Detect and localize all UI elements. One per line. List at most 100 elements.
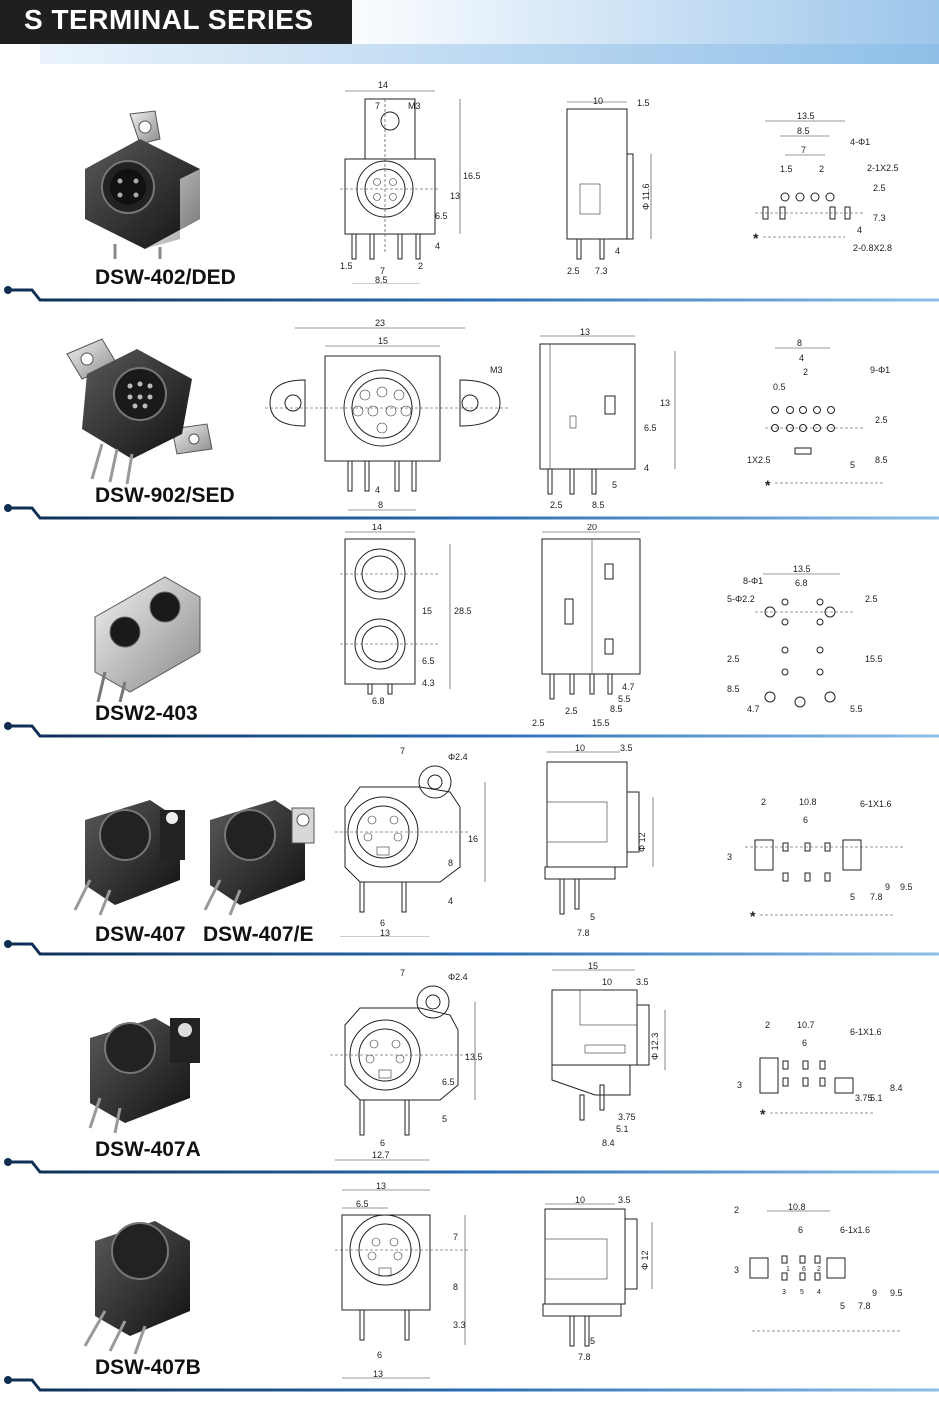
- svg-text:9.5: 9.5: [890, 1288, 903, 1298]
- svg-text:4: 4: [644, 463, 649, 473]
- svg-text:2: 2: [819, 164, 824, 174]
- title-box: S TERMINAL SERIES: [0, 0, 352, 44]
- svg-text:7.8: 7.8: [577, 928, 590, 938]
- section-divider: [4, 940, 939, 956]
- svg-text:Φ 12: Φ 12: [637, 832, 647, 852]
- section-divider: [4, 1158, 939, 1174]
- svg-text:5-Φ2.2: 5-Φ2.2: [727, 594, 755, 604]
- svg-text:5.5: 5.5: [850, 704, 863, 714]
- section-dsw-402: DSW-402/DED 14 7 M3 16.5 13 6.5 4 1.5 7 …: [0, 64, 939, 304]
- svg-text:2.5: 2.5: [550, 500, 563, 510]
- svg-text:7.3: 7.3: [873, 213, 886, 223]
- svg-text:7: 7: [375, 101, 380, 111]
- connector-photo: [88, 1018, 200, 1134]
- svg-text:4: 4: [435, 241, 440, 251]
- model-label: DSW2-403: [95, 702, 198, 725]
- svg-text:6: 6: [380, 1138, 385, 1148]
- svg-text:10: 10: [575, 1195, 585, 1205]
- svg-text:13: 13: [376, 1181, 386, 1191]
- svg-text:1X2.5: 1X2.5: [747, 455, 771, 465]
- svg-text:2.5: 2.5: [727, 654, 740, 664]
- connector-photo: [94, 576, 201, 702]
- svg-text:8.5: 8.5: [727, 684, 740, 694]
- svg-text:Φ 12.3: Φ 12.3: [650, 1033, 660, 1060]
- section-dsw-407b: DSW-407B 13 6.5 7 8 3.3 6 13 10 3.5 Φ 12…: [0, 1176, 939, 1408]
- svg-text:5: 5: [442, 1114, 447, 1124]
- svg-text:12.7: 12.7: [372, 1150, 390, 1160]
- svg-text:4: 4: [448, 896, 453, 906]
- svg-text:20: 20: [587, 524, 597, 532]
- svg-text:28.5: 28.5: [454, 606, 472, 616]
- svg-text:15.5: 15.5: [865, 654, 883, 664]
- svg-text:6.8: 6.8: [795, 578, 808, 588]
- svg-text:1.5: 1.5: [780, 164, 793, 174]
- svg-text:2.5: 2.5: [873, 183, 886, 193]
- svg-text:2.5: 2.5: [875, 415, 888, 425]
- svg-text:13: 13: [660, 398, 670, 408]
- svg-text:1: 1: [786, 1266, 790, 1273]
- pcb-layout-drawing: 2 10.8 6-1X1.6 6 3 5 7.8 9 9.5 *: [727, 797, 913, 924]
- model-label: DSW-402/DED: [95, 266, 236, 289]
- svg-text:10.7: 10.7: [797, 1020, 815, 1030]
- svg-text:4: 4: [857, 225, 862, 235]
- front-view-drawing: 13 6.5 7 8 3.3 6 13: [335, 1181, 470, 1379]
- svg-text:2.5: 2.5: [532, 718, 545, 728]
- svg-text:4: 4: [375, 485, 380, 495]
- section-divider: [4, 286, 939, 302]
- svg-text:4.7: 4.7: [747, 704, 760, 714]
- svg-text:7.8: 7.8: [870, 892, 883, 902]
- section-dsw-407: DSW-407 DSW-407/E 7 Φ2.4 16 8 4 6 13 10 …: [0, 740, 939, 958]
- front-view-drawing: 14 7 M3 16.5 13 6.5 4 1.5 7 2 8.5: [340, 80, 481, 284]
- svg-text:6-1x1.6: 6-1x1.6: [840, 1225, 870, 1235]
- connector-photo-pair: [73, 800, 315, 916]
- svg-text:5.5: 5.5: [618, 694, 631, 704]
- svg-text:9: 9: [872, 1288, 877, 1298]
- svg-text:7.8: 7.8: [858, 1301, 871, 1311]
- section-dsw-407a: DSW-407A 7 Φ2.4 13.5 6.5 5 6 12.7 15 10 …: [0, 958, 939, 1176]
- svg-text:*: *: [753, 230, 759, 246]
- svg-text:10.8: 10.8: [799, 797, 817, 807]
- svg-text:13: 13: [580, 327, 590, 337]
- svg-text:7: 7: [453, 1232, 458, 1242]
- model-label-a: DSW-407: [95, 923, 186, 946]
- svg-text:10.8: 10.8: [788, 1202, 806, 1212]
- front-view-drawing: 7 Φ2.4 13.5 6.5 5 6 12.7: [330, 968, 483, 1161]
- svg-text:6.5: 6.5: [644, 423, 657, 433]
- svg-text:8: 8: [378, 500, 383, 510]
- svg-text:8.5: 8.5: [610, 704, 623, 714]
- svg-text:4.3: 4.3: [422, 678, 435, 688]
- svg-text:7: 7: [400, 746, 405, 756]
- svg-text:6.5: 6.5: [435, 211, 448, 221]
- svg-text:2: 2: [734, 1205, 739, 1215]
- connector-photo: [66, 338, 213, 484]
- pcb-layout-drawing: 2 10.8 6 6-1x1.6 3 1 6 2 3 5 4 5 7.8 9 9…: [734, 1202, 903, 1332]
- side-view-drawing: 15 10 3.5 Φ 12.3 3.75 5.1 8.4: [551, 961, 666, 1148]
- svg-text:3.5: 3.5: [618, 1195, 631, 1205]
- svg-text:5: 5: [590, 912, 595, 922]
- header-stripe: [40, 44, 939, 64]
- svg-text:2.5: 2.5: [865, 594, 878, 604]
- svg-text:4.7: 4.7: [622, 682, 635, 692]
- svg-text:*: *: [765, 477, 771, 493]
- pcb-layout-drawing: 8 4 2 0.5 9-Φ1 2.5 1X2.5 5 8.5 *: [747, 338, 890, 493]
- side-view-drawing: 10 3.5 Φ 12 5 7.8: [544, 743, 654, 938]
- svg-text:6: 6: [802, 1038, 807, 1048]
- svg-text:15.5: 15.5: [592, 718, 610, 728]
- svg-text:8.4: 8.4: [890, 1083, 903, 1093]
- svg-text:13.5: 13.5: [797, 111, 815, 121]
- svg-text:4: 4: [615, 246, 620, 256]
- svg-text:3: 3: [727, 852, 732, 862]
- svg-text:2: 2: [765, 1020, 770, 1030]
- svg-text:4: 4: [799, 353, 804, 363]
- svg-text:3.5: 3.5: [636, 977, 649, 987]
- model-label: DSW-407A: [95, 1138, 201, 1161]
- svg-text:7: 7: [801, 145, 806, 155]
- svg-text:10: 10: [593, 96, 603, 106]
- svg-text:2.5: 2.5: [565, 706, 578, 716]
- svg-text:8-Φ1: 8-Φ1: [743, 576, 763, 586]
- svg-text:8.5: 8.5: [875, 455, 888, 465]
- side-view-drawing: 13 10 1.5 Φ 11.6 4 2.5 7.3: [566, 96, 652, 276]
- svg-text:3: 3: [737, 1080, 742, 1090]
- svg-text:3.75: 3.75: [618, 1112, 636, 1122]
- svg-text:1.5: 1.5: [340, 261, 353, 271]
